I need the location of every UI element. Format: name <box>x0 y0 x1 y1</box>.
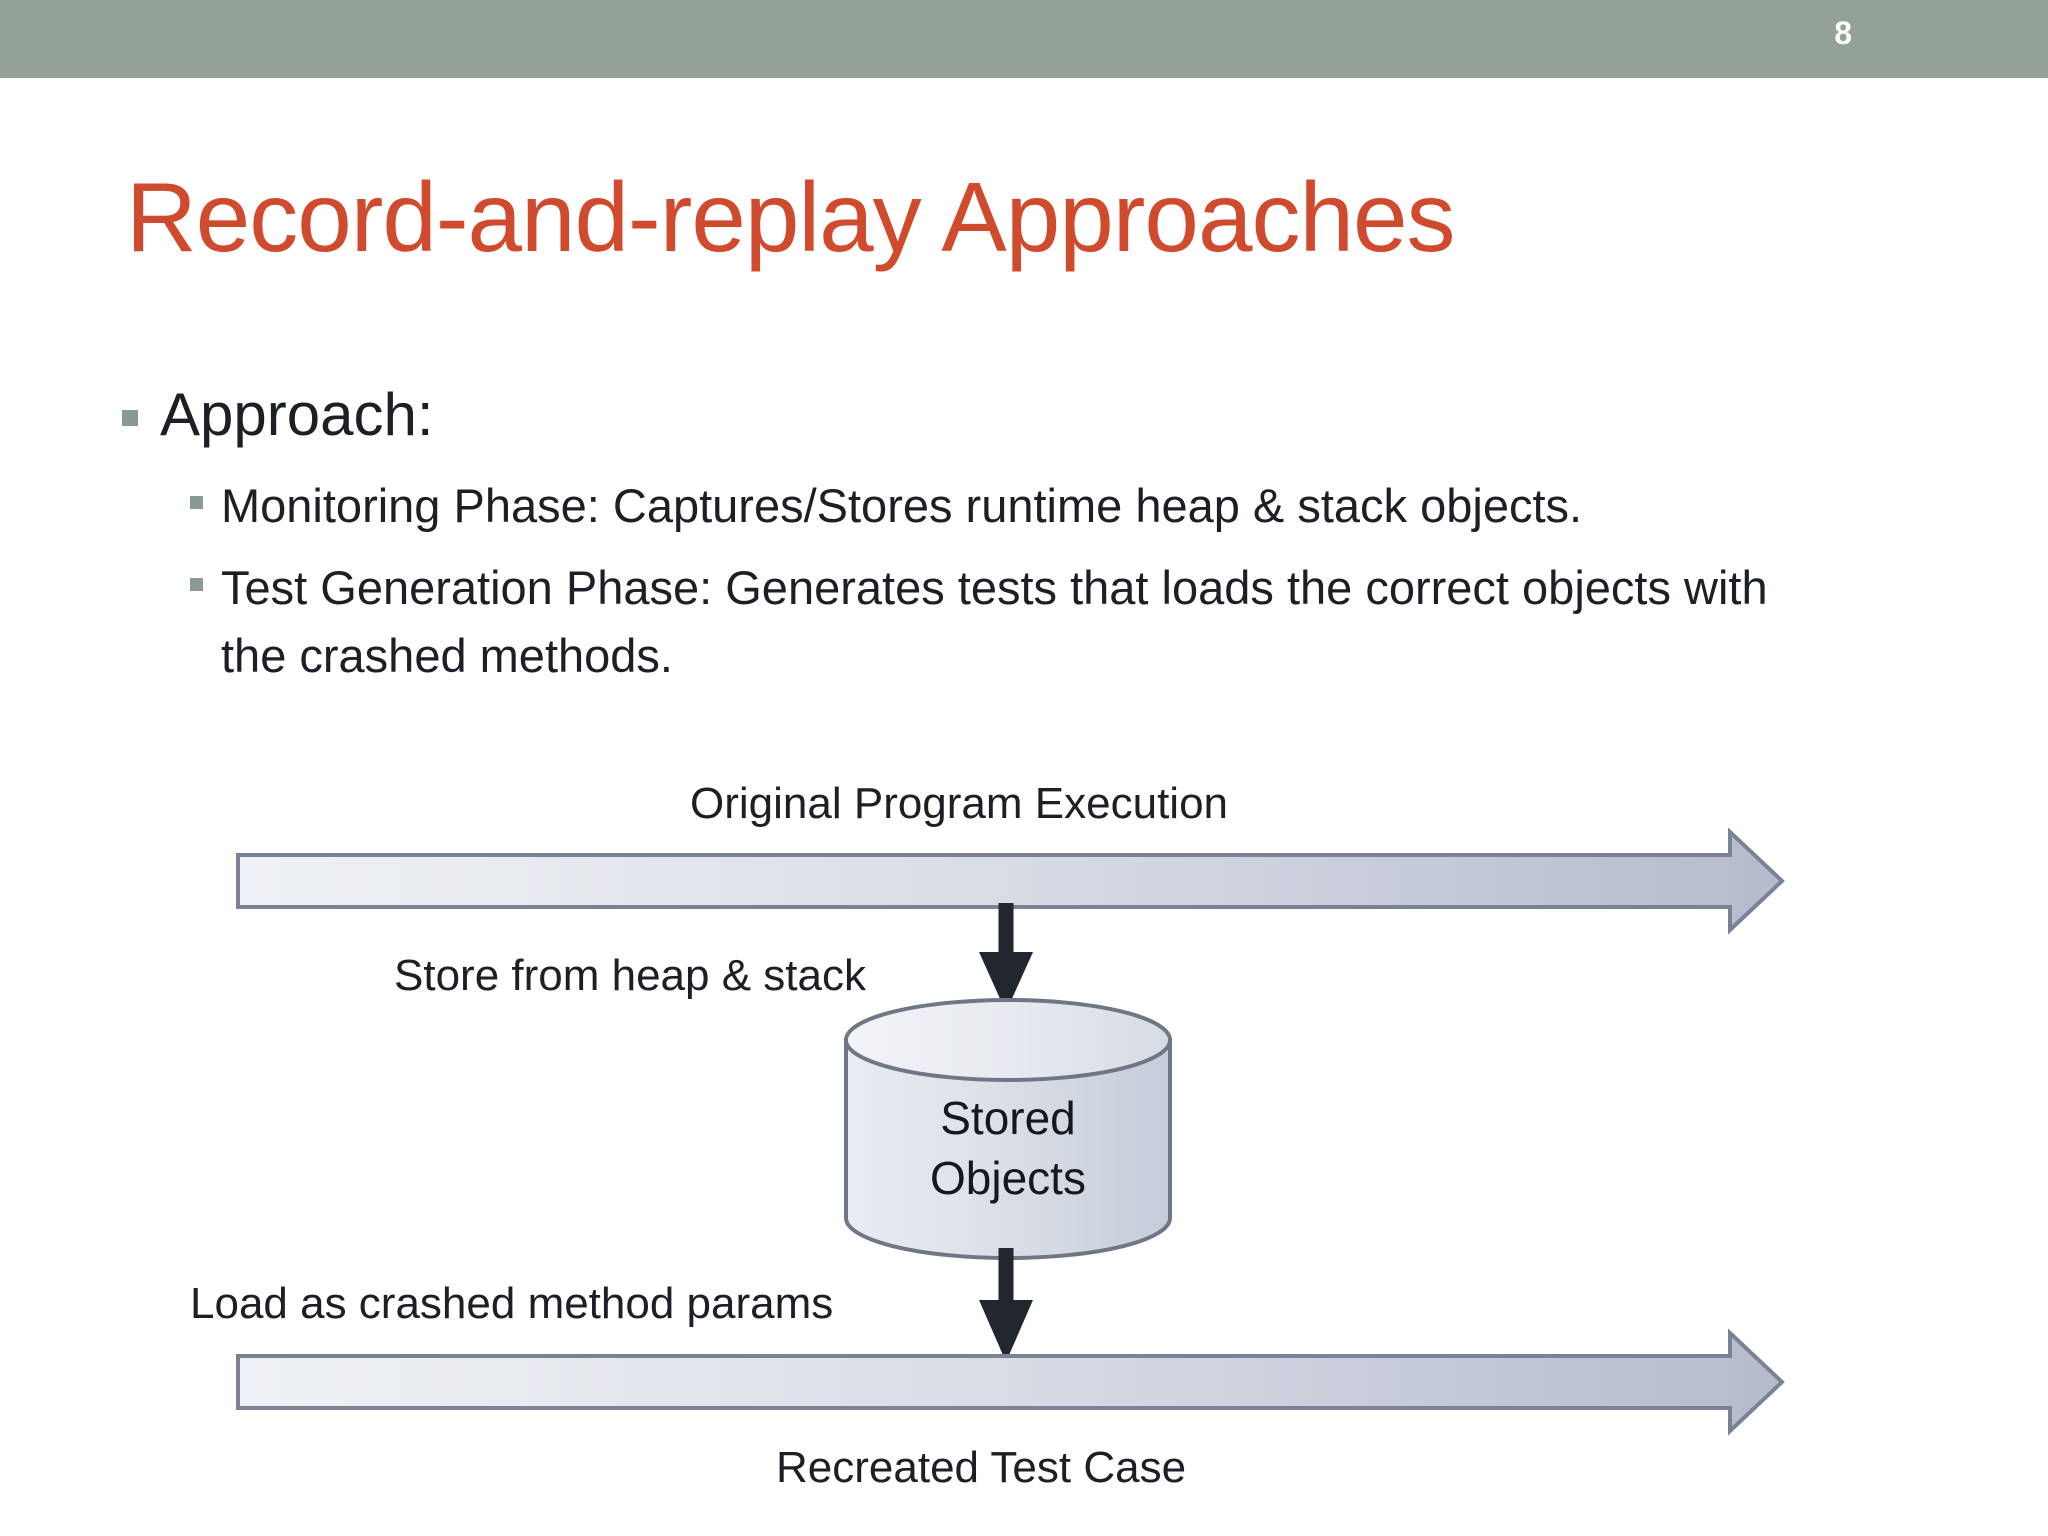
square-bullet-icon <box>122 410 138 426</box>
arrow-original-program-execution <box>236 827 1785 935</box>
cylinder-label-line1: Stored <box>940 1092 1076 1144</box>
connector-arrow-store <box>979 903 1033 1012</box>
bullet-level2-test-generation-phase: Test Generation Phase: Generates tests t… <box>190 554 1841 690</box>
cylinder-label-line2: Objects <box>930 1152 1086 1204</box>
label-load-as-crashed-method-params: Load as crashed method params <box>190 1279 834 1328</box>
bullet-level2-label: Monitoring Phase: Captures/Stores runtim… <box>221 479 1583 532</box>
cylinder-stored-objects <box>844 998 1172 1260</box>
square-bullet-icon <box>190 578 203 591</box>
page-number: 8 <box>1834 15 1852 51</box>
label-recreated-test-case: Recreated Test Case <box>776 1443 1187 1492</box>
bullet-level2-label: Test Generation Phase: Generates tests t… <box>221 561 1768 682</box>
bullet-level1-label: Approach: <box>160 381 434 448</box>
slide-top-banner <box>0 0 2048 78</box>
bullet-level1-approach: Approach: <box>122 380 434 450</box>
label-original-program-execution: Original Program Execution <box>690 779 1229 828</box>
label-store-from-heap-stack: Store from heap & stack <box>394 951 866 1000</box>
connector-arrow-load <box>979 1248 1033 1362</box>
cylinder-label: Stored Objects <box>845 1088 1171 1208</box>
page-title: Record-and-replay Approaches <box>126 162 1455 272</box>
square-bullet-icon <box>190 496 203 509</box>
bullet-level2-monitoring-phase: Monitoring Phase: Captures/Stores runtim… <box>190 472 1582 540</box>
arrow-recreated-test-case <box>236 1328 1785 1436</box>
